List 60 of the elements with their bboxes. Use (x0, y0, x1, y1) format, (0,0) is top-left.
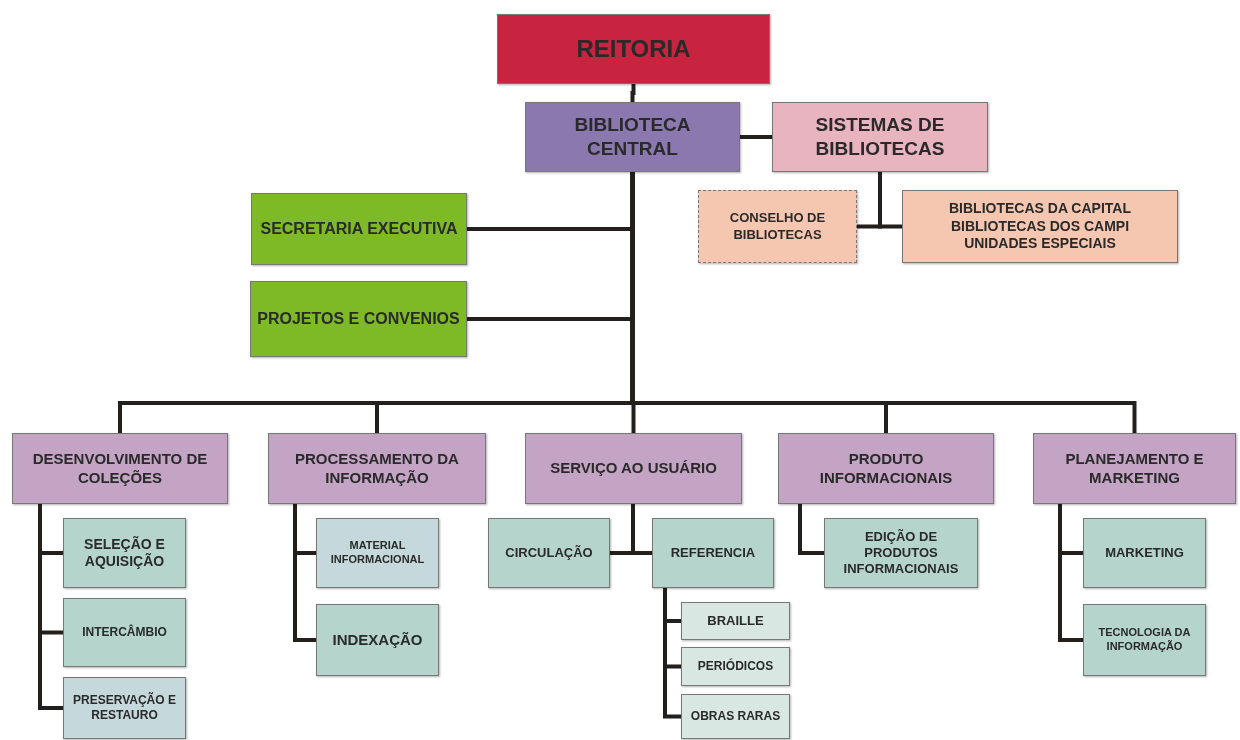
section-box (652, 518, 774, 588)
section-box (63, 677, 186, 739)
connector-line (740, 135, 772, 139)
box-label: BRAILLE (707, 612, 764, 630)
org-box (251, 193, 467, 265)
box-label: TECNOLOGIA DA INFORMAÇÃO (1097, 626, 1192, 654)
box-label: CONSELHO DE BIBLIOTECAS (728, 210, 827, 243)
org-box (902, 190, 1178, 263)
section-box (63, 598, 186, 667)
box-label: DESENVOLVIMENTO DE COLEÇÕES (31, 449, 209, 488)
department-box (778, 433, 994, 504)
section-box (1083, 604, 1206, 676)
org-box (250, 281, 467, 357)
box-label: PERIÓDICOS (697, 659, 774, 674)
section-box (63, 518, 186, 588)
subsection-box (681, 602, 790, 640)
department-box (1033, 433, 1236, 504)
box-label: INTERCÂMBIO (82, 625, 167, 640)
connector-line (631, 504, 652, 555)
connector-line (798, 504, 824, 555)
department-box (268, 433, 486, 504)
box-label: OBRAS RARAS (690, 709, 781, 724)
section-box (488, 518, 610, 588)
connector-line (878, 172, 902, 229)
connector-line (630, 84, 636, 102)
department-box (525, 433, 742, 504)
box-label: PLANEJAMENTO E MARKETING (1064, 449, 1205, 488)
connector-line (630, 172, 1137, 433)
subsection-box (681, 647, 790, 686)
org-box (525, 102, 740, 172)
box-label: INDEXAÇÃO (332, 630, 423, 650)
box-label: BIBLIOTECA CENTRAL (573, 113, 692, 161)
box-label: MARKETING (1105, 544, 1184, 562)
box-label: SECRETARIA EXECUTIVA (260, 219, 458, 239)
box-label: PROCESSAMENTO DA INFORMAÇÃO (294, 449, 460, 488)
box-label: PRESERVAÇÃO E RESTAURO (72, 693, 177, 723)
org-box (772, 102, 988, 172)
box-label: SISTEMAS DE BIBLIOTECAS (814, 113, 946, 161)
box-label: BIBLIOTECAS DA CAPITAL (949, 200, 1131, 218)
box-label: PRODUTO INFORMACIONAIS (818, 449, 954, 488)
box-label: REFERENCIA (670, 544, 756, 562)
subsection-box (681, 694, 790, 739)
box-label: MATERIAL INFORMACIONAL (329, 539, 426, 567)
box-label: SERVIÇO AO USUÁRIO (550, 459, 717, 478)
box-label: CIRCULAÇÃO (505, 544, 593, 562)
section-box (824, 518, 978, 588)
org-box (497, 14, 770, 84)
section-box (316, 518, 439, 588)
box-label: PROJETOS E CONVENIOS (257, 309, 460, 329)
box-label: EDIÇÃO DE PRODUTOS INFORMACIONAIS (842, 528, 960, 578)
box-label: UNIDADES ESPECIAIS (964, 235, 1116, 253)
section-box (1083, 518, 1206, 588)
box-label: REITORIA (576, 34, 691, 64)
section-box (316, 604, 439, 676)
box-label: BIBLIOTECAS DOS CAMPI (950, 217, 1130, 236)
council-box (698, 190, 857, 263)
connector-line (663, 588, 681, 719)
department-box (12, 433, 228, 504)
connector-line (1058, 504, 1083, 642)
box-label: SELEÇÃO E AQUISIÇÃO (83, 535, 166, 571)
